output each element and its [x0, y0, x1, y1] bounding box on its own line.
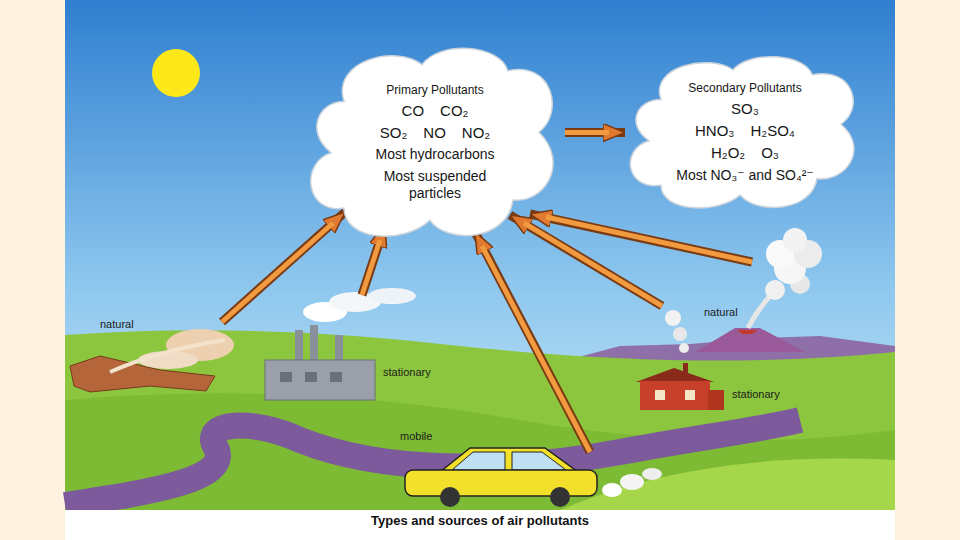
car-wheel [440, 487, 460, 507]
smoke [679, 343, 689, 353]
pollutant-name: H₂O₂ [711, 144, 745, 162]
pollutant-name: NO [423, 124, 446, 142]
arrow-shaft [475, 232, 590, 452]
hill [65, 330, 895, 510]
dust-streak [110, 340, 225, 372]
pollutant-transform-arrow [565, 132, 625, 133]
arrow-shaft [482, 246, 590, 452]
cloud-outline [630, 57, 854, 208]
smoke [748, 296, 770, 328]
pollutant-name: CO₂ [440, 102, 468, 120]
sky [65, 0, 895, 510]
text-row: Primary Pollutants [386, 83, 483, 98]
chimney [310, 325, 318, 365]
source-label: stationary [383, 366, 431, 378]
pollutant-cloud: Primary PollutantsCO CO₂ SO₂ NO NO₂ Most hydr… [305, 40, 565, 245]
car-wheel [550, 487, 570, 507]
source-arrow [530, 214, 752, 262]
pollutant-cloud: Secondary PollutantsSO₃ HNO₃ H₂SO₄ H₂O₂ O₃ Mo… [625, 50, 865, 215]
barn-annex [708, 390, 724, 410]
source-label: natural [704, 306, 738, 318]
arrow-shaft [565, 130, 609, 135]
factory-window [305, 372, 317, 382]
text-row: CO CO₂ [402, 102, 469, 120]
caption: Types and sources of air pollutants [65, 513, 895, 528]
barn [640, 381, 710, 410]
pollutant-name: Most NO₃⁻ and SO₄²⁻ [676, 167, 813, 184]
exhaust [602, 483, 622, 497]
factory-window [280, 372, 292, 382]
pollutant-name: SO₃ [731, 100, 759, 118]
barn-roof [636, 368, 714, 382]
cloud-heading: Primary Pollutants [386, 83, 483, 98]
exhaust [620, 474, 644, 490]
caption-band [65, 510, 895, 540]
factory [265, 360, 375, 400]
volcano-crater [737, 330, 758, 334]
pollutant-name: CO [402, 102, 425, 120]
barn-window [685, 390, 695, 400]
cloud-outline [311, 48, 553, 236]
text-row: SO₂ NO NO₂ [380, 124, 490, 142]
arrow-shaft [546, 217, 752, 262]
pollutant-name: NO₂ [462, 124, 490, 142]
smoke [665, 310, 681, 326]
cloud-shape [305, 40, 565, 245]
pollutant-name: H₂SO₄ [750, 122, 794, 140]
source-label: stationary [732, 388, 780, 400]
cloud-heading: Secondary Pollutants [688, 81, 801, 96]
barn-window [655, 390, 665, 400]
arrow-shaft [222, 223, 333, 322]
arrow-shaft [530, 214, 752, 262]
arrow-shaft [565, 128, 625, 137]
volcano [695, 328, 805, 352]
text-stack: Primary PollutantsCO CO₂ SO₂ NO NO₂ Most hydr… [373, 81, 498, 203]
cloud-content: Secondary PollutantsSO₃ HNO₃ H₂SO₄ H₂O₂ O₃ Mo… [625, 50, 865, 215]
text-row: Most hydrocarbons [375, 146, 494, 163]
text-row: Most NO₃⁻ and SO₄²⁻ [676, 167, 813, 184]
exhaust [642, 468, 662, 480]
text-row: Secondary Pollutants [688, 81, 801, 96]
sun [152, 49, 200, 97]
smoke [673, 327, 687, 341]
text-row: SO₃ [731, 100, 759, 118]
car-cabin [440, 448, 578, 472]
cloud-shape [625, 50, 865, 215]
factory-window [330, 372, 342, 382]
car-window [512, 452, 566, 470]
arrow-shaft [222, 212, 345, 322]
pollutant-name: Most suspended particles [373, 168, 498, 202]
text-row: H₂O₂ O₃ [711, 144, 779, 162]
arrow-shaft [362, 240, 380, 295]
source-label: mobile [400, 430, 432, 442]
smoke [765, 280, 785, 300]
source-arrow [475, 232, 590, 452]
smoke [368, 288, 416, 304]
source-label: natural [100, 318, 134, 330]
pollutant-name: SO₂ [380, 124, 408, 142]
source-arrow [222, 212, 345, 322]
smoke [783, 228, 807, 252]
text-row: HNO₃ H₂SO₄ [695, 122, 795, 140]
pollutant-name: HNO₃ [695, 122, 734, 140]
hill [65, 393, 895, 510]
text-row: Most suspended particles [373, 168, 498, 202]
road [65, 420, 800, 505]
car-window [452, 452, 505, 470]
cloud-content: Primary PollutantsCO CO₂ SO₂ NO NO₂ Most hydr… [305, 40, 565, 245]
pollutant-name: Most hydrocarbons [375, 146, 494, 163]
pollutant-name: O₃ [761, 144, 779, 162]
text-stack: Secondary PollutantsSO₃ HNO₃ H₂SO₄ H₂O₂ O₃ Mo… [676, 79, 813, 186]
